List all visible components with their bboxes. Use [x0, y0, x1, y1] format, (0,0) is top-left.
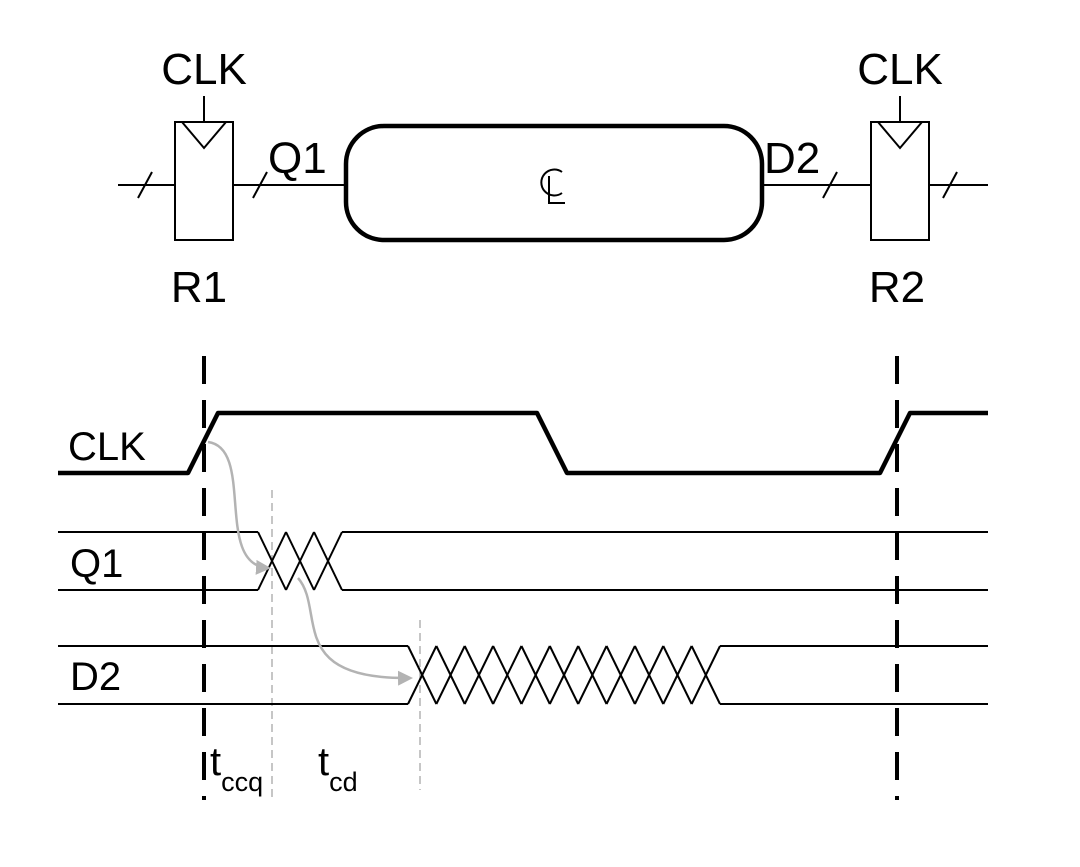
- timing-waveforms: CLK Q1 D2 tccq tcd: [58, 356, 988, 800]
- q1-wire-label: Q1: [268, 134, 327, 183]
- register-r1-input-bus-slash: [137, 171, 153, 199]
- combinational-logic-symbol: [540, 168, 565, 204]
- d2-hatch-stroke: [577, 645, 608, 705]
- schematic: CLK CLK Q1 D2 R1 R2: [118, 45, 988, 312]
- register-r2-clk-label: CLK: [857, 45, 943, 94]
- d2-hatch-stroke: [520, 645, 551, 705]
- d2-hatch-stroke: [548, 645, 580, 705]
- register-r2-box: [870, 121, 930, 241]
- d2-hatch-stroke: [605, 645, 636, 705]
- register-r1-box: [174, 121, 234, 241]
- d2-hatch-stroke: [690, 645, 721, 705]
- d2-hatch-stroke: [435, 645, 466, 705]
- register-r2-clock-triangle: [877, 121, 923, 150]
- d2-waveform: [58, 645, 988, 705]
- register-r2-output-bus-slash: [942, 171, 958, 199]
- d2-hatch-stroke: [407, 645, 438, 705]
- d2-hatch-stroke: [492, 645, 523, 705]
- tccq-label: tccq: [210, 740, 263, 797]
- d2-hatch-stroke: [634, 645, 665, 705]
- clk-waveform: [58, 410, 988, 476]
- combinational-logic-block: [343, 123, 765, 243]
- timing-q1-label: Q1: [70, 542, 123, 586]
- timing-clk-label: CLK: [68, 425, 146, 469]
- register-r1-clock-triangle: [181, 121, 227, 150]
- d2-bus-slash: [822, 171, 838, 199]
- timing-d2-label: D2: [70, 655, 121, 699]
- tcd-label: tcd: [318, 740, 358, 797]
- q1-bus-slash: [252, 171, 268, 199]
- d2-hatch-stroke: [463, 645, 494, 705]
- register-r1-clk-label: CLK: [161, 45, 247, 94]
- register-r2-name: R2: [869, 263, 925, 312]
- register-r1-name: R1: [171, 263, 227, 312]
- d2-wire-label: D2: [764, 134, 820, 183]
- clk-to-q1-arrow: [207, 440, 271, 575]
- d2-hatch-stroke: [662, 645, 693, 705]
- q1-waveform: [58, 531, 988, 591]
- q1-to-d2-arrow: [297, 577, 413, 686]
